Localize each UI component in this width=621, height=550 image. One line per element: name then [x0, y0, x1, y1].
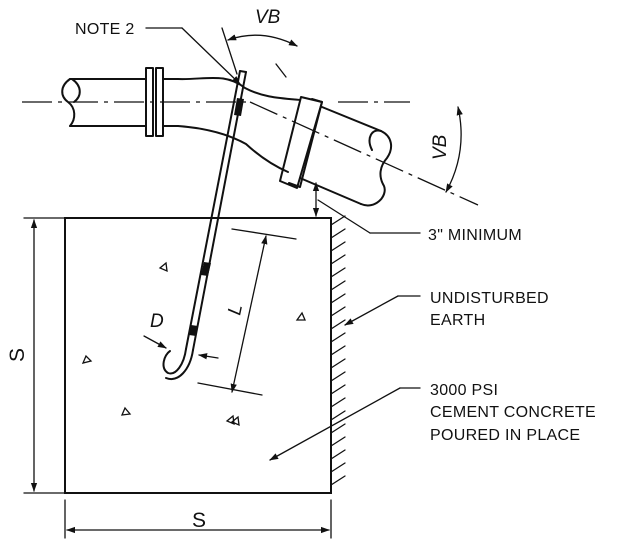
- note-2-label: NOTE 2: [75, 21, 135, 38]
- anchor-rod: [162, 70, 247, 381]
- angled-centerline: [249, 101, 479, 206]
- dimension-s-vertical: [23, 217, 66, 494]
- leader-lines: [145, 27, 421, 461]
- vb-right-label: VB: [430, 134, 451, 160]
- pipe-horizontal-section: [61, 67, 301, 173]
- dimension-d: [143, 335, 219, 360]
- vb-top-label: VB: [255, 7, 281, 28]
- undisturbed-earth-hatching: [330, 215, 346, 494]
- concrete-thrust-block: [64, 217, 332, 494]
- dimension-l: [197, 228, 297, 396]
- angle-vb-top: [221, 27, 298, 78]
- aggregate-marks: [81, 261, 306, 427]
- dimension-s-vertical-label: S: [6, 348, 29, 362]
- clearance-dimension: [312, 182, 421, 234]
- pipe-angled-section: [279, 96, 393, 207]
- angle-vb-right: [445, 106, 463, 193]
- dimension-s-horizontal: [64, 499, 332, 539]
- dimension-s-horizontal-label: S: [192, 509, 206, 532]
- dimension-d-label: D: [150, 311, 164, 332]
- earth-label-line2: EARTH: [430, 312, 485, 329]
- concrete-label-line2: CEMENT CONCRETE: [430, 404, 596, 421]
- concrete-label-line1: 3000 PSI: [430, 382, 498, 399]
- earth-label-line1: UNDISTURBED: [430, 290, 549, 307]
- concrete-label-line3: POURED IN PLACE: [430, 427, 580, 444]
- minimum-clearance-label: 3" MINIMUM: [428, 227, 522, 244]
- dimension-l-label: L: [224, 302, 247, 317]
